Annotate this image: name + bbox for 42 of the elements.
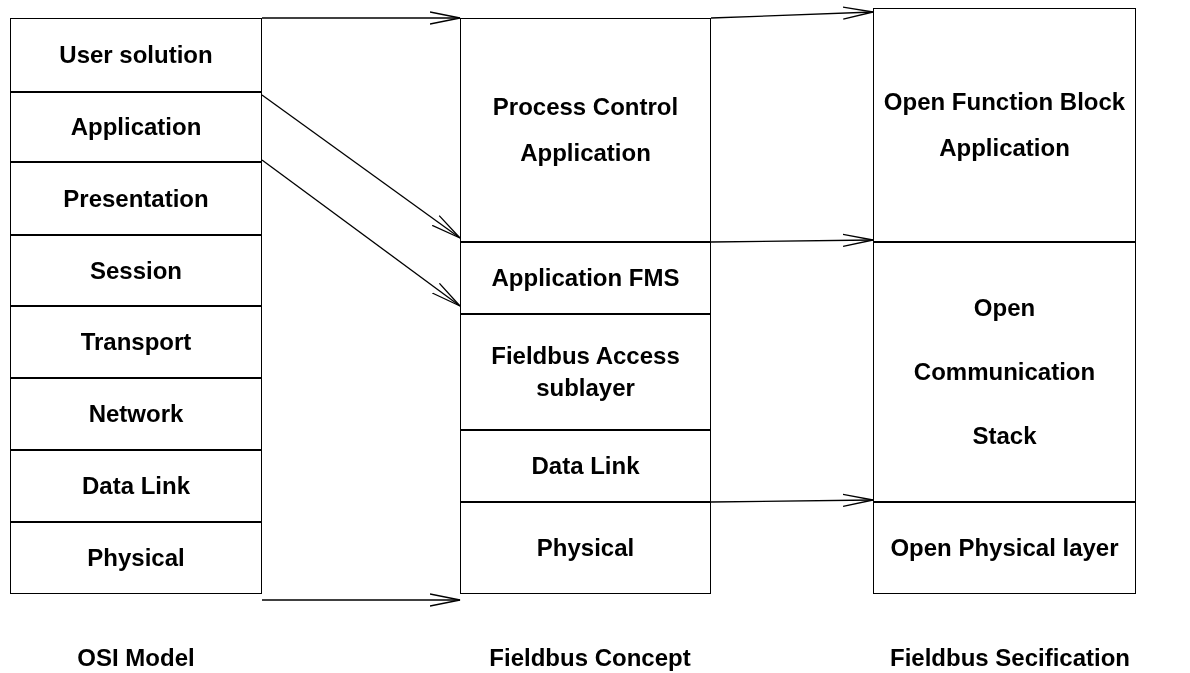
layer-box: [873, 242, 1136, 502]
layer-label: Process Control Application: [491, 92, 680, 168]
layer-box: [10, 522, 262, 594]
layer-box: [460, 314, 711, 430]
arrow: [261, 11, 461, 25]
arrow: [261, 94, 461, 239]
layer-label: Presentation: [62, 183, 210, 214]
layer-box: [460, 502, 711, 594]
column-title: OSI Model: [76, 643, 196, 673]
layer-label: Data Link: [81, 471, 191, 501]
layer-label: Fieldbus Access sublayer: [490, 341, 681, 403]
layer-box: [10, 378, 262, 450]
layer-box: [873, 8, 1136, 242]
layer-label: Application: [69, 112, 203, 142]
layer-box: [10, 18, 262, 92]
layer-box: [10, 235, 262, 306]
layer-label: Network: [87, 399, 185, 429]
layer-box: [873, 502, 1136, 594]
layer-label: Open Function Block Application: [882, 87, 1127, 163]
layer-label: Open Physical layer: [889, 533, 1120, 563]
layer-label: Transport: [79, 327, 193, 357]
arrow: [261, 159, 461, 307]
layer-label: Open Communication Stack: [912, 293, 1097, 451]
arrow: [710, 6, 874, 20]
layer-label: Physical: [535, 533, 636, 563]
layer-label: Data Link: [530, 451, 641, 481]
layer-box: [460, 242, 711, 314]
layer-box: [10, 306, 262, 378]
layer-label: Session: [88, 255, 183, 286]
layer-box: [460, 18, 711, 242]
layer-box: [460, 430, 711, 502]
column-title: Fieldbus Concept: [488, 643, 692, 673]
arrow: [261, 593, 461, 607]
layer-box: [10, 92, 262, 162]
layer-label: User solution: [58, 40, 214, 70]
column-title: Fieldbus Secification: [888, 643, 1131, 673]
layer-box: [10, 450, 262, 522]
arrow: [710, 233, 874, 247]
layer-label: Physical: [86, 543, 186, 573]
layer-label: Application FMS: [490, 263, 681, 293]
layer-box: [10, 162, 262, 235]
arrow: [710, 493, 874, 507]
